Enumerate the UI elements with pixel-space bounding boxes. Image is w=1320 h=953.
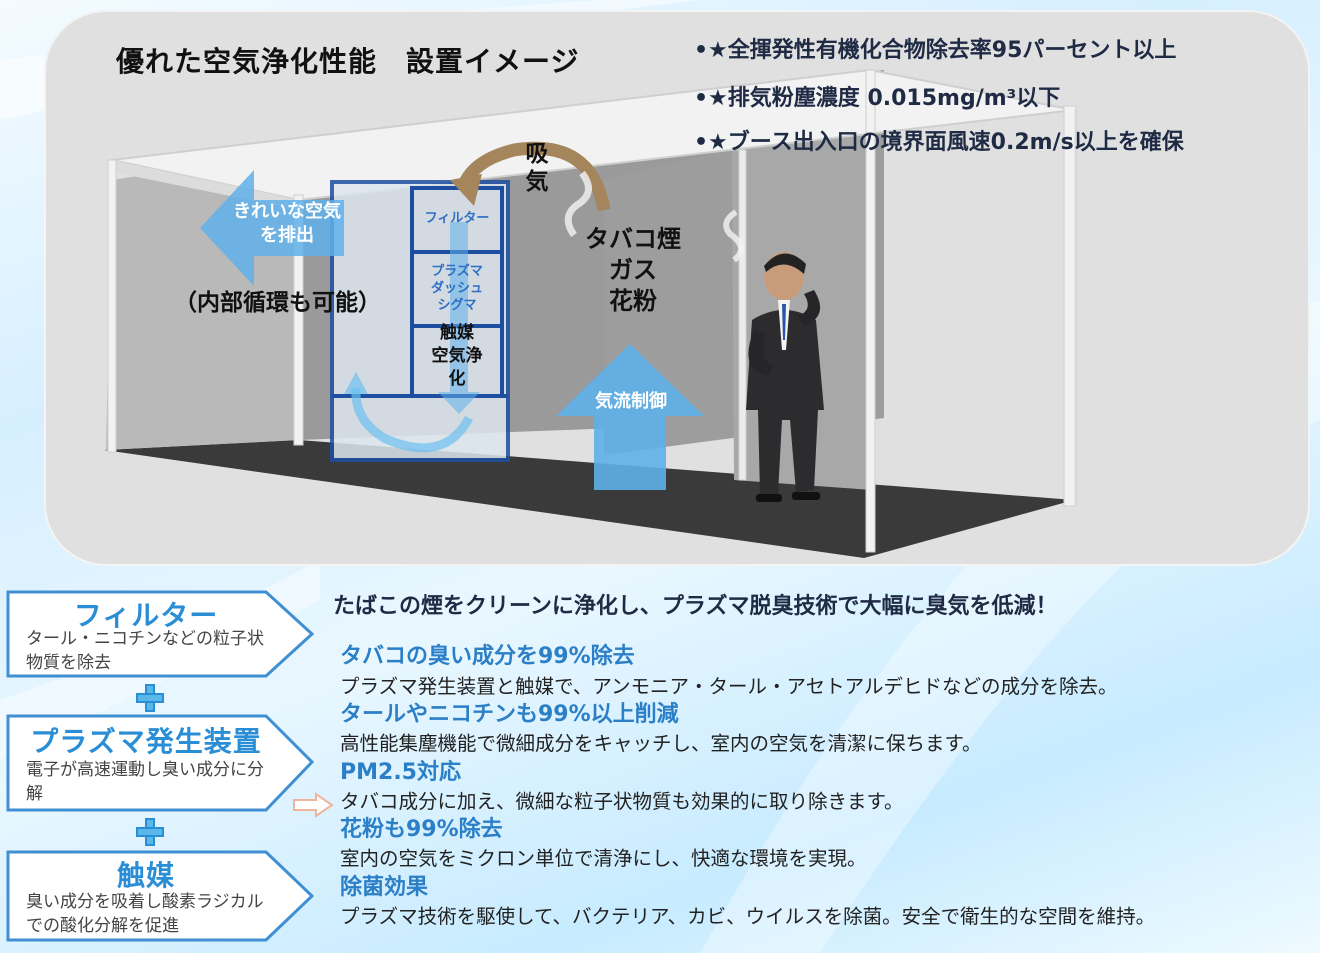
feature-catalyst: 触媒 臭い成分を吸着し酸素ラジカルでの酸化分解を促進 bbox=[6, 852, 314, 940]
feature-plasma: プラズマ発生装置 電子が高速運動し臭い成分に分解 bbox=[6, 716, 314, 810]
airflow-control-arrow bbox=[556, 344, 704, 490]
benefit-heading: タバコの臭い成分を99%除去 bbox=[340, 644, 635, 669]
smoke-wisps bbox=[564, 170, 592, 238]
internal-circulation-label: （内部循環も可能） bbox=[174, 290, 381, 316]
internal-circulation-arrow bbox=[351, 387, 473, 453]
booth-floor bbox=[104, 440, 1074, 558]
feature-desc: 臭い成分を吸着し酸素ラジカルでの酸化分解を促進 bbox=[26, 892, 264, 936]
feature-desc: 電子が高速運動し臭い成分に分解 bbox=[26, 760, 264, 804]
inhale-label: 吸 気 bbox=[525, 141, 549, 195]
feature-title: フィルター bbox=[73, 599, 219, 632]
unit-catalyst-label: 触媒 空気浄 化 bbox=[431, 323, 483, 389]
headline: たばこの煙をクリーンに浄化し、プラズマ脱臭技術で大幅に臭気を低減！ bbox=[333, 594, 1058, 619]
spec-air-velocity: •★ブース出入口の境界面風速0.2m/s以上を確保 bbox=[694, 130, 1184, 155]
benefit-heading: 花粉も99%除去 bbox=[340, 817, 503, 842]
feature-boxes-shapes bbox=[6, 590, 315, 942]
benefit-heading: PM2.5対応 bbox=[340, 760, 461, 785]
feature-filter: フィルター タール・ニコチンなどの粒子状物質を除去 bbox=[6, 592, 314, 676]
benefit-text: プラズマ発生装置と触媒で、アンモニア・タール・アセトアルデヒドなどの成分を除去。 bbox=[340, 675, 1118, 698]
benefit-text: タバコ成分に加え、微細な粒子状物質も効果的に取り除きます。 bbox=[340, 790, 904, 813]
booth-illustration bbox=[104, 68, 1078, 558]
spec-voc-removal: •★全揮発性有機化合物除去率95パーセント以上 bbox=[694, 38, 1177, 63]
booth-scene-panel: 優れた空気浄化性能 設置イメージ •★全揮発性有機化合物除去率95パーセント以上… bbox=[44, 10, 1310, 566]
plus-icon bbox=[136, 818, 164, 846]
unit-filter-label: フィルター bbox=[424, 211, 490, 226]
feature-title: プラズマ発生装置 bbox=[30, 725, 262, 758]
inhale-arrow bbox=[457, 141, 611, 212]
benefit-heading: 除菌効果 bbox=[340, 875, 429, 900]
benefit-text: 室内の空気をミクロン単位で清浄にし、快適な環境を実現。 bbox=[340, 847, 867, 870]
air-purifier-unit bbox=[330, 180, 510, 462]
feature-title: 触媒 bbox=[116, 859, 175, 892]
benefit-text: 高性能集塵機能で微細成分をキャッチし、室内の空気を清潔に保ちます。 bbox=[340, 732, 982, 755]
smoke-gas-pollen-label: タバコ煙 ガス 花粉 bbox=[585, 225, 681, 315]
benefit-heading: タールやニコチンも99%以上削減 bbox=[340, 702, 679, 727]
clean-air-exhaust-arrow bbox=[200, 170, 344, 286]
internal-flow-arrow bbox=[438, 222, 480, 414]
smoking-person bbox=[746, 252, 824, 502]
spec-dust-concentration: •★排気粉塵濃度 0.015mg/m³以下 bbox=[694, 86, 1061, 111]
unit-plasma-label: プラズマ ダッシュ シグマ bbox=[430, 264, 483, 313]
plus-icon bbox=[136, 684, 164, 712]
clean-air-exhaust-label: きれいな空気 を排出 bbox=[233, 201, 341, 246]
feature-desc: タール・ニコチンなどの粒子状物質を除去 bbox=[26, 629, 264, 673]
benefit-text: プラズマ技術を駆使して、バクテリア、カビ、ウイルスを除菌。安全で衛生的な空間を維… bbox=[340, 905, 1156, 928]
right-arrow-icon bbox=[293, 792, 334, 818]
airflow-control-label: 気流制御 bbox=[595, 391, 667, 412]
scene-title: 優れた空気浄化性能 設置イメージ bbox=[116, 45, 580, 78]
